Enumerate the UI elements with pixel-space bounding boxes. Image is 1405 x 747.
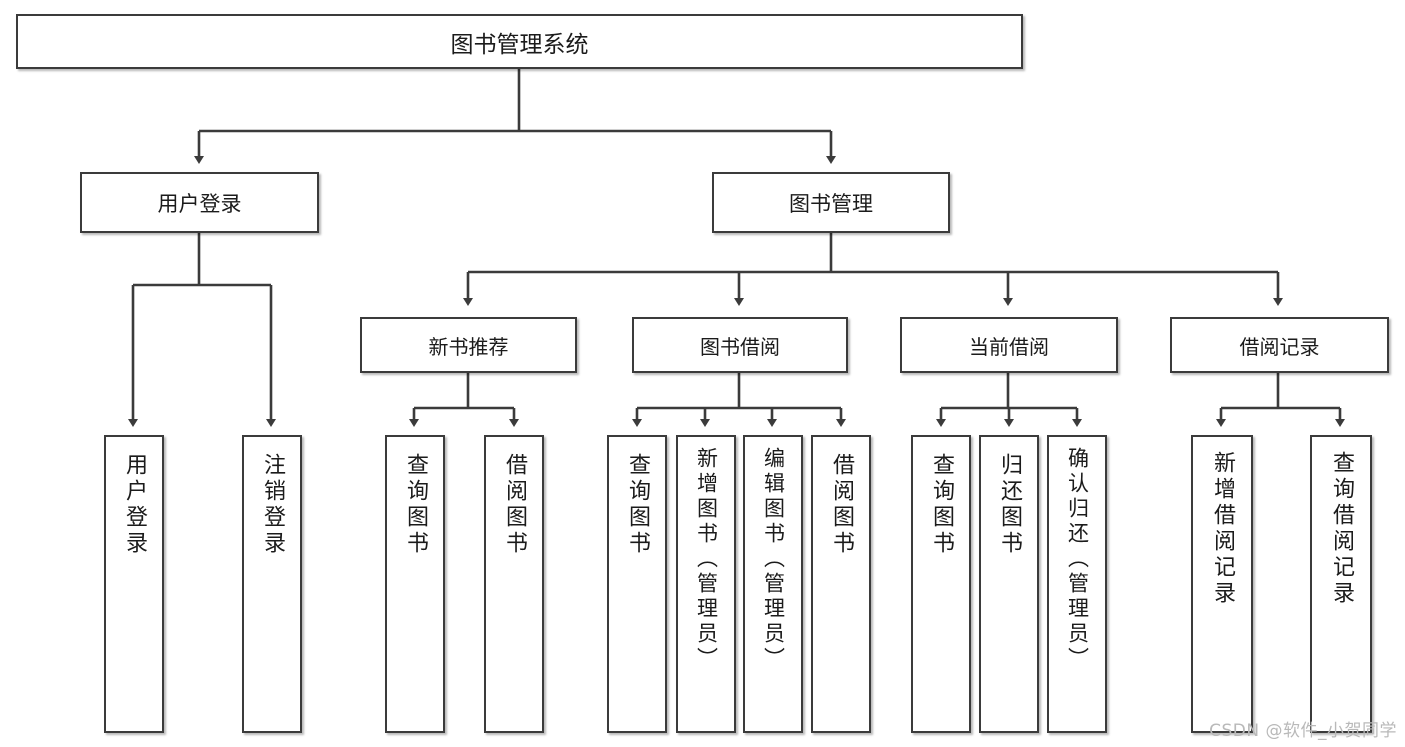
leaf-label: 新增借阅记录	[1210, 451, 1235, 607]
leaf-book-borrow-query[interactable]: 查询图书	[607, 435, 667, 733]
node-new-book-recommend-label: 新书推荐	[428, 334, 509, 359]
leaf-new-books-query[interactable]: 查询图书	[385, 435, 445, 733]
node-root[interactable]: 图书管理系统	[16, 14, 1023, 69]
leaf-label: 编辑图书（管理员）	[761, 447, 786, 672]
leaf-label: 借阅图书	[502, 453, 527, 557]
node-borrow-records-label: 借阅记录	[1239, 334, 1320, 359]
node-book-management-label: 图书管理	[789, 191, 873, 216]
leaf-user-login-logout[interactable]: 注销登录	[242, 435, 302, 733]
node-new-book-recommend[interactable]: 新书推荐	[360, 317, 577, 373]
leaf-label: 查询图书	[625, 453, 650, 557]
leaf-borrow-records-query[interactable]: 查询借阅记录	[1310, 435, 1372, 733]
node-root-label: 图书管理系统	[450, 31, 589, 58]
leaf-label: 用户登录	[122, 453, 147, 557]
leaf-book-borrow-add[interactable]: 新增图书（管理员）	[676, 435, 736, 733]
node-user-login-label: 用户登录	[157, 191, 242, 216]
node-book-management[interactable]: 图书管理	[712, 172, 950, 233]
leaf-label: 注销登录	[260, 453, 285, 557]
leaf-label: 借阅图书	[829, 453, 854, 557]
leaf-current-borrow-return[interactable]: 归还图书	[979, 435, 1039, 733]
leaf-label: 查询图书	[929, 453, 954, 557]
leaf-label: 查询借阅记录	[1329, 451, 1354, 607]
node-current-borrow-label: 当前借阅	[969, 334, 1049, 359]
leaf-current-borrow-query[interactable]: 查询图书	[911, 435, 971, 733]
leaf-label: 查询图书	[403, 453, 428, 557]
node-book-borrow[interactable]: 图书借阅	[632, 317, 848, 373]
leaf-user-login-login[interactable]: 用户登录	[104, 435, 164, 733]
leaf-book-borrow-edit[interactable]: 编辑图书（管理员）	[743, 435, 803, 733]
node-current-borrow[interactable]: 当前借阅	[900, 317, 1118, 373]
leaf-label: 确认归还（管理员）	[1065, 447, 1090, 672]
leaf-label: 归还图书	[997, 453, 1022, 557]
leaf-book-borrow-borrow[interactable]: 借阅图书	[811, 435, 871, 733]
node-borrow-records[interactable]: 借阅记录	[1170, 317, 1389, 373]
node-book-borrow-label: 图书借阅	[700, 334, 780, 359]
node-user-login[interactable]: 用户登录	[80, 172, 319, 233]
leaf-new-books-borrow[interactable]: 借阅图书	[484, 435, 544, 733]
leaf-borrow-records-add[interactable]: 新增借阅记录	[1191, 435, 1253, 733]
leaf-current-borrow-confirm[interactable]: 确认归还（管理员）	[1047, 435, 1107, 733]
leaf-label: 新增图书（管理员）	[694, 447, 719, 672]
watermark: CSDN @软件_小贺同学	[1209, 721, 1397, 741]
